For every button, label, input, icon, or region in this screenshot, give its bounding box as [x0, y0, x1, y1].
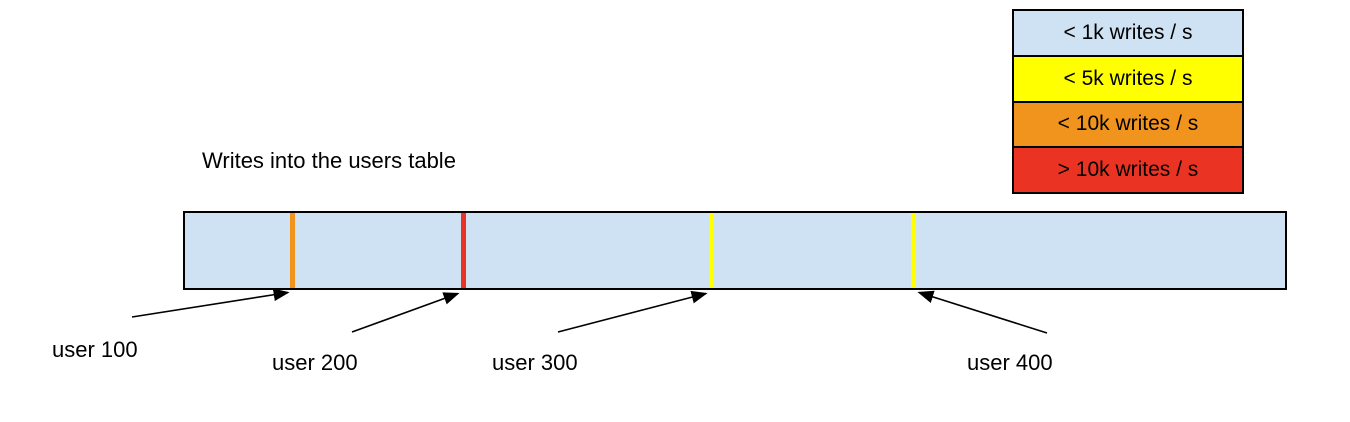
write-marker-user-100 [290, 213, 295, 288]
write-marker-user-300 [709, 213, 714, 288]
legend-item-label: > 10k writes / s [1057, 158, 1199, 182]
legend-item-label: < 5k writes / s [1063, 66, 1193, 90]
legend-item-label: < 10k writes / s [1057, 112, 1199, 136]
arrow-user-300 [557, 290, 708, 333]
legend-item-label: < 1k writes / s [1063, 20, 1193, 44]
legend-item-gt-10k: > 10k writes / s [1014, 148, 1242, 192]
diagram-title: Writes into the users table [202, 148, 456, 173]
legend-item-lt-5k: < 5k writes / s [1014, 56, 1242, 103]
label-user-400: user 400 [967, 350, 1053, 375]
label-user-300: user 300 [492, 350, 578, 375]
legend: < 1k writes / s < 5k writes / s < 10k wr… [1012, 9, 1244, 194]
arrow-user-100 [131, 288, 290, 318]
label-user-100: user 100 [52, 337, 138, 362]
legend-item-lt-1k: < 1k writes / s [1014, 11, 1242, 57]
write-marker-user-400 [911, 213, 916, 288]
arrow-user-400 [917, 290, 1048, 334]
users-table-bar [183, 211, 1287, 290]
write-marker-user-200 [461, 213, 466, 288]
legend-item-lt-10k: < 10k writes / s [1014, 102, 1242, 149]
label-user-200: user 200 [272, 350, 358, 375]
arrow-user-200 [351, 292, 460, 333]
